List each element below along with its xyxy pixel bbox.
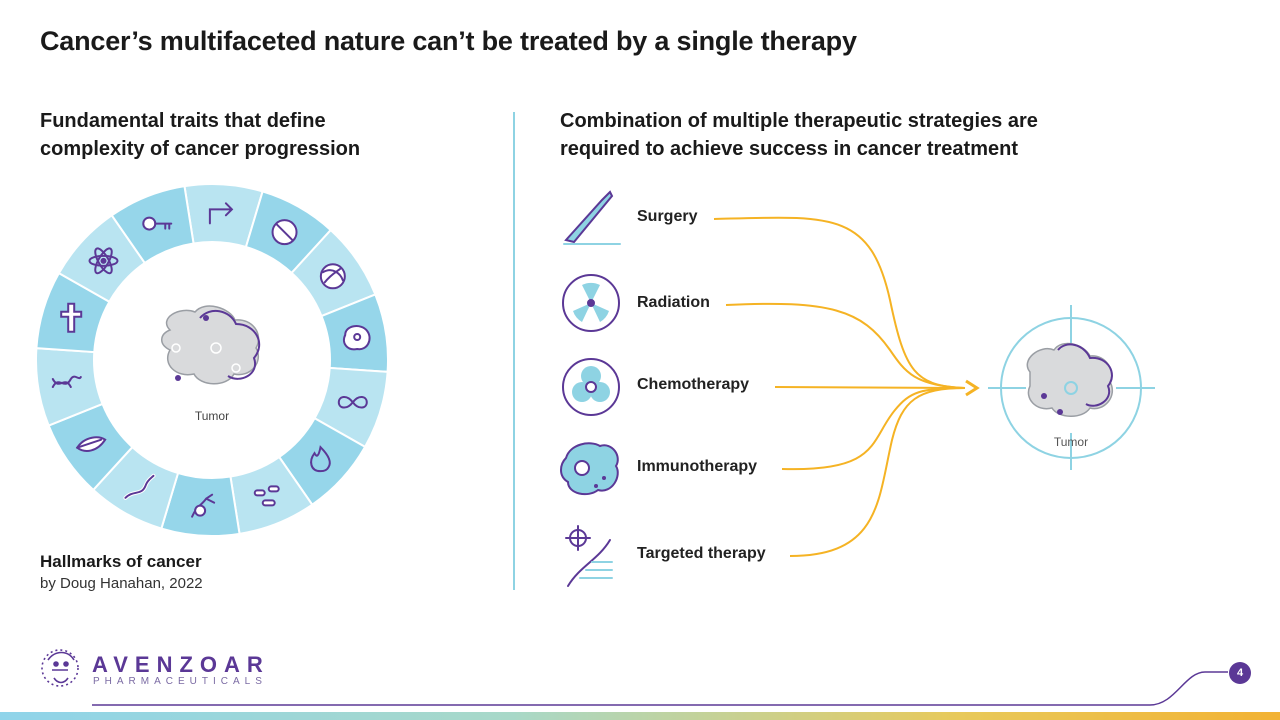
atom-icon [88,247,119,275]
credit: Hallmarks of cancer by Doug Hanahan, 202… [40,552,203,592]
cross-icon [60,302,83,333]
therapy-label-targeted: Targeted therapy [637,545,766,562]
arrow-head-icon [965,379,980,397]
right-heading: Combination of multiple therapeutic stra… [560,107,1120,163]
brand-name: AVENZOAR [92,652,270,677]
leaf-icon [75,436,107,452]
scalpel-icon [563,190,621,245]
connector-immunotherapy [781,387,966,471]
tumor-icon [161,305,261,385]
immune-cell-icon [560,442,619,496]
bottom-gradient-bar [0,712,1280,720]
connector-radiation [725,302,966,389]
slide-title: Cancer’s multifaceted nature can’t be tr… [40,26,857,56]
target-tumor-icon: Tumor [988,305,1155,470]
slash-circle-icon [271,219,298,246]
biohazard-icon [562,358,620,416]
radiation-icon [562,274,620,332]
left-heading-line-1: Fundamental traits that define [40,110,326,132]
footer-line [92,671,1228,706]
connector-surgery [713,216,966,389]
target-tumor-label: Tumor [1054,435,1088,449]
bacteria-icon [253,485,280,507]
therapy-label-surgery: Surgery [637,208,698,225]
footer-graphics [41,649,1228,706]
left-heading: Fundamental traits that define complexit… [40,107,440,163]
infinity-icon [337,396,368,409]
right-heading-line-2: required to achieve success in cancer tr… [560,138,1018,160]
therapy-label-radiation: Radiation [637,294,710,311]
hallmarks-wheel: Tumor [35,183,389,537]
yarn-ball-icon [319,263,346,290]
avenzoar-logo-icon [41,649,79,687]
arrow-icon [208,202,234,225]
connector-chemotherapy [774,386,966,389]
page-number: 4 [1229,662,1251,684]
cell-icon [342,325,371,351]
credit-author: by Doug Hanahan, 2022 [40,575,203,592]
therapy-label-chemotherapy: Chemotherapy [637,376,750,393]
key-icon [142,216,173,231]
credit-title: Hallmarks of cancer [40,552,202,571]
dna-icon [51,375,82,388]
brand-subtitle: PHARMACEUTICALS [93,676,267,687]
right-heading-line-1: Combination of multiple therapeutic stra… [560,110,1038,132]
target-dna-icon [565,525,613,587]
connector-targeted [789,387,966,557]
therapy-diagram: Tumor [560,190,1155,587]
vessel-icon [123,473,156,500]
tumor-label: Tumor [195,409,229,423]
therapy-label-immunotherapy: Immunotherapy [637,458,758,475]
column-divider [513,112,515,590]
left-heading-line-2: complexity of cancer progression [40,138,361,160]
neuron-icon [191,493,216,518]
flame-icon [310,445,331,473]
